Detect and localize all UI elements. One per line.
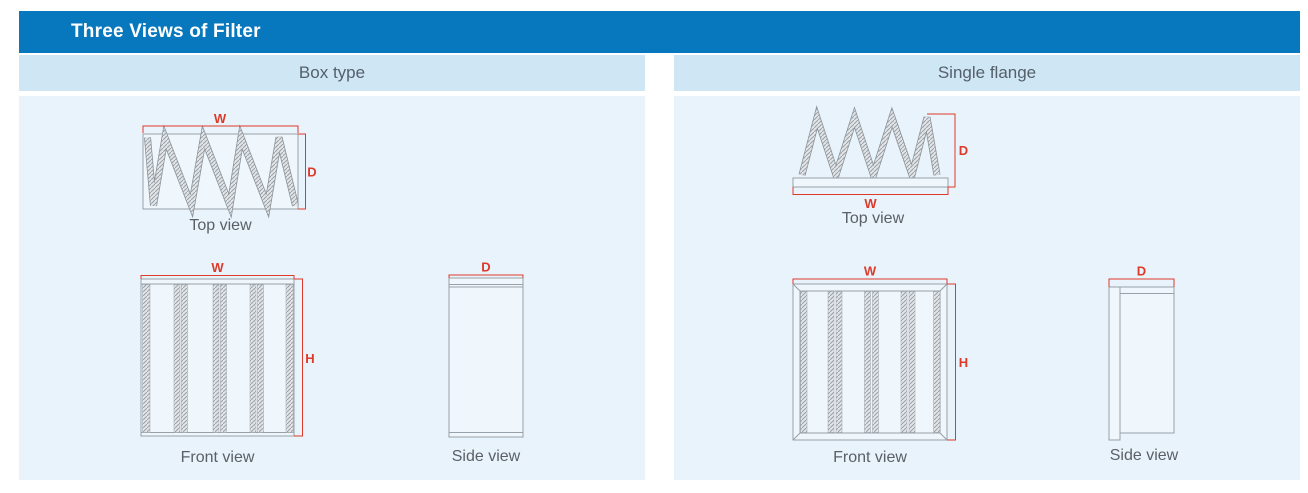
view-caption-top: Top view [189,217,252,234]
dim-label-w: W [214,111,227,126]
dim-bracket-d [1108,278,1175,287]
column-header-box-type: Box type [19,55,645,91]
dim-bracket-d [298,133,306,210]
title-bar: Three Views of Filter [19,11,1300,53]
box-type-front-view: W H Front view [140,260,315,466]
box-type-side-view: D Side view [448,260,524,465]
dim-label-w: W [211,260,224,275]
dim-label-d: D [481,260,490,275]
column-box-type: Box type W D [19,55,645,480]
dim-label-w: W [864,264,877,279]
dim-bracket-h [294,278,303,437]
dim-label-h: H [305,351,314,366]
panel-box-type: W D Top view [19,96,645,480]
column-single-flange: Single flange D W [674,55,1300,480]
column-header-label: Box type [298,63,366,82]
single-flange-side-view: D Side view [1108,264,1179,464]
dim-bracket-d [927,113,956,188]
dim-label-h: H [959,355,968,370]
column-header-single-flange: Single flange [674,55,1300,91]
view-caption-front: Front view [181,449,255,466]
box-type-top-view: W D Top view [142,111,317,234]
panel-single-flange: D W Top view [674,96,1300,480]
single-flange-front-view: W H Front view [792,264,968,466]
dim-label-d: D [1137,264,1146,279]
column-header-label: Single flange [937,63,1037,82]
view-caption-side: Side view [452,448,521,465]
dim-bracket-w [140,275,295,279]
dim-label-d: D [959,143,968,158]
single-flange-drawing: D W Top view [792,105,1179,466]
view-caption-side: Side view [1110,447,1179,464]
dim-bracket-w [142,125,299,133]
dim-label-d: D [307,165,316,180]
dim-label-w: W [864,196,877,211]
page-title: Three Views of Filter [71,21,261,42]
view-caption-top: Top view [842,210,905,227]
dim-bracket-h [947,283,956,441]
dim-bracket-w [792,187,949,195]
single-flange-top-view: D W Top view [792,105,968,227]
dim-bracket-w [792,278,948,284]
view-caption-front: Front view [833,449,907,466]
dim-bracket-d [448,274,524,278]
box-type-drawing: W D Top view [140,111,524,466]
